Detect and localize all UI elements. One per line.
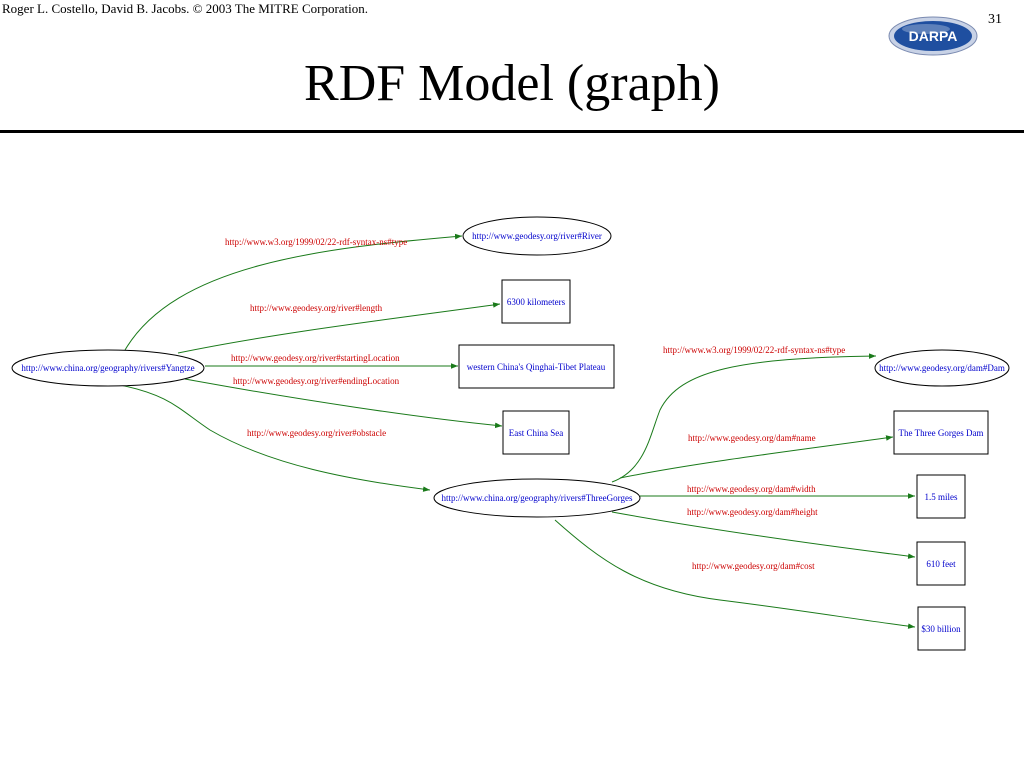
- svg-text:DARPA: DARPA: [909, 28, 958, 44]
- edge-label-dam-width: http://www.geodesy.org/dam#width: [687, 484, 816, 494]
- node-start-location: western China's Qinghai-Tibet Plateau: [458, 344, 615, 389]
- svg-text:The Three Gorges Dam: The Three Gorges Dam: [899, 428, 984, 438]
- edge-label-obstacle: http://www.geodesy.org/river#obstacle: [247, 428, 386, 438]
- title-divider: [0, 130, 1024, 133]
- svg-text:610 feet: 610 feet: [926, 559, 956, 569]
- svg-text:http://www.china.org/geography: http://www.china.org/geography/rivers#Th…: [441, 493, 633, 503]
- graph-edge-labels: http://www.w3.org/1999/02/22-rdf-syntax-…: [225, 237, 845, 571]
- edge-label-yangtze-length: http://www.geodesy.org/river#length: [250, 303, 383, 313]
- edge-gorges-type: [611, 353, 877, 483]
- svg-text:http://www.geodesy.org/river#R: http://www.geodesy.org/river#River: [472, 231, 602, 241]
- node-dam-name: The Three Gorges Dam: [893, 410, 989, 455]
- node-river-class: http://www.geodesy.org/river#River: [462, 216, 612, 256]
- page-number: 31: [988, 12, 1002, 27]
- edge-dam-name: [619, 435, 894, 479]
- svg-text:western China's Qinghai-Tibet: western China's Qinghai-Tibet Plateau: [467, 362, 606, 372]
- darpa-logo: DARPA: [888, 16, 978, 56]
- edge-ending-location: [184, 378, 503, 429]
- edge-label-gorges-type: http://www.w3.org/1999/02/22-rdf-syntax-…: [663, 345, 845, 355]
- graph-edges: [119, 233, 916, 629]
- node-length-value: 6300 kilometers: [501, 279, 571, 324]
- edge-label-starting-location: http://www.geodesy.org/river#startingLoc…: [231, 353, 400, 363]
- svg-text:http://www.geodesy.org/dam#Dam: http://www.geodesy.org/dam#Dam: [879, 363, 1005, 373]
- node-height-value: 610 feet: [916, 541, 966, 586]
- copyright-credit: Roger L. Costello, David B. Jacobs. © 20…: [2, 1, 369, 16]
- edge-dam-cost: [554, 519, 916, 629]
- edge-label-dam-height: http://www.geodesy.org/dam#height: [687, 507, 818, 517]
- edge-label-ending-location: http://www.geodesy.org/river#endingLocat…: [233, 376, 400, 386]
- node-three-gorges: http://www.china.org/geography/rivers#Th…: [433, 478, 641, 518]
- svg-text:East China Sea: East China Sea: [509, 428, 564, 438]
- svg-text:http://www.china.org/geography: http://www.china.org/geography/rivers#Ya…: [21, 363, 194, 373]
- node-dam-class: http://www.geodesy.org/dam#Dam: [874, 349, 1010, 387]
- svg-text:1.5 miles: 1.5 miles: [925, 492, 958, 502]
- edge-yangtze-length: [177, 302, 501, 354]
- edge-label-yangtze-type: http://www.w3.org/1999/02/22-rdf-syntax-…: [225, 237, 407, 247]
- svg-text:$30 billion: $30 billion: [921, 624, 961, 634]
- edge-label-dam-cost: http://www.geodesy.org/dam#cost: [692, 561, 815, 571]
- edge-dam-height: [611, 511, 916, 559]
- slide-title: RDF Model (graph): [304, 55, 720, 112]
- edge-obstacle: [119, 384, 431, 492]
- node-cost-value: $30 billion: [917, 606, 966, 651]
- edge-yangtze-type: [124, 233, 463, 351]
- node-east-china-sea: East China Sea: [502, 410, 570, 455]
- svg-text:6300 kilometers: 6300 kilometers: [507, 297, 566, 307]
- node-yangtze: http://www.china.org/geography/rivers#Ya…: [11, 349, 205, 387]
- node-width-value: 1.5 miles: [916, 474, 966, 519]
- edge-label-dam-name: http://www.geodesy.org/dam#name: [688, 433, 816, 443]
